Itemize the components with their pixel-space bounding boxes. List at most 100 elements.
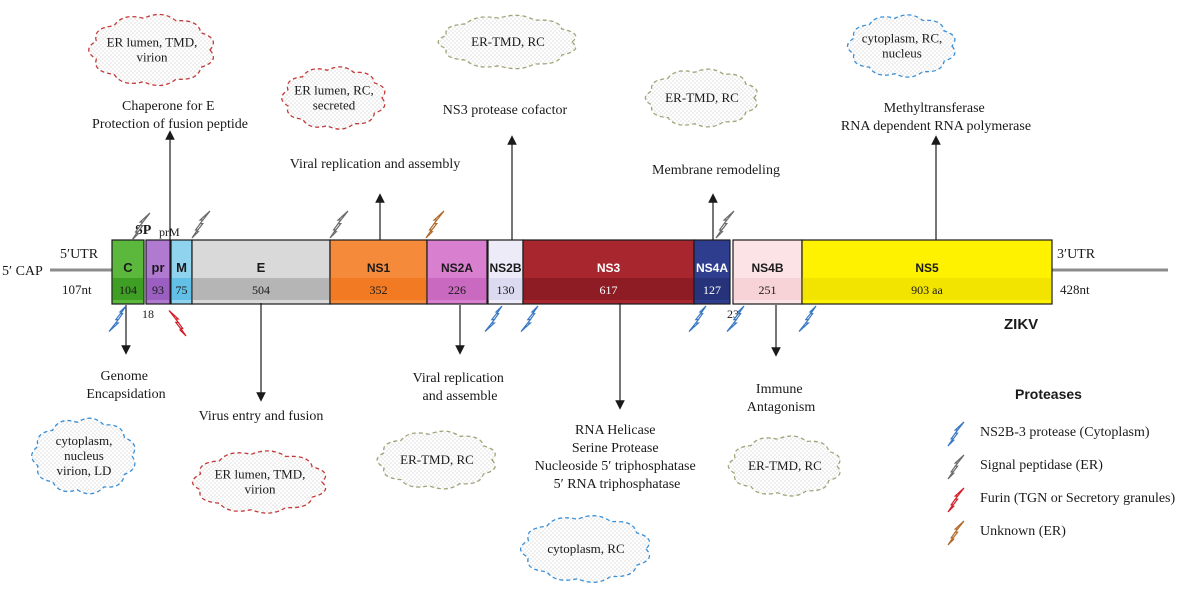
cloud-ns4b-text: ER-TMD, RC	[748, 458, 822, 473]
utr5-label: 5′UTR	[60, 247, 99, 262]
cloud-e: ER lumen, TMD,virion	[191, 450, 327, 514]
legend-title: Proteases	[1015, 386, 1082, 402]
legend-item-label: Unknown (ER)	[980, 524, 1066, 539]
segment-ns3: NS3 617	[522, 239, 695, 305]
cloud-ns3: cytoplasm, RC	[519, 515, 651, 583]
red-bolt-icon	[947, 487, 965, 513]
function-ns3: RNA Helicase Serine Protease Nucleoside …	[535, 423, 699, 492]
bolt-ns2a-ns2b	[484, 305, 503, 332]
cloud-ns5-text: nucleus	[882, 46, 922, 61]
cloud-c-text: nucleus	[64, 448, 104, 463]
cap-label: 5′ CAP	[2, 264, 43, 279]
cloud-ns5: cytoplasm, RC,nucleus	[846, 14, 956, 78]
segment-ns4b-band	[733, 278, 802, 300]
cloud-e-shape	[191, 450, 327, 514]
segment-ns4b-name: NS4B	[751, 261, 783, 275]
bolt-ns3-ns4a	[688, 305, 707, 332]
segment-ns5-band	[802, 278, 1052, 300]
utr5-length: 107nt	[62, 282, 92, 297]
cloud-ns2b: ER-TMD, RC	[437, 14, 577, 70]
cloud-ns4a: ER-TMD, RC	[644, 68, 758, 128]
segment-ns3-band	[523, 278, 694, 300]
segment-m-band	[171, 278, 192, 300]
cleavage-sites	[108, 210, 817, 337]
bolt-c-sp	[131, 212, 151, 241]
cloud-ns5-shape	[846, 14, 956, 78]
sp-length: 18	[142, 307, 154, 321]
blue-bolt-icon	[947, 421, 965, 447]
segment-ns1-band	[330, 278, 427, 300]
function-prm: Chaperone for E Protection of fusion pep…	[92, 99, 248, 132]
bolt-pr-m	[168, 310, 187, 337]
cloud-prm: ER lumen, TMD,virion	[88, 13, 214, 87]
cloud-ns5-text: cytoplasm, RC,	[862, 31, 943, 46]
legend-item-3: Furin (TGN or Secretory granules)	[947, 487, 1176, 513]
cloud-ns3-shape	[519, 515, 651, 583]
bolt-2k-ns4b	[726, 305, 745, 332]
segment-pr-band	[146, 278, 170, 300]
segment-ns3-name: NS3	[597, 261, 621, 275]
segment-pr-length: 93	[152, 283, 164, 297]
cloud-prm-text: ER lumen, TMD,	[107, 35, 198, 50]
segment-ns3-length: 617	[600, 283, 618, 297]
cloud-ns2a-shape	[376, 430, 496, 490]
segment-ns4a-name: NS4A	[696, 261, 728, 275]
bolt-ns2b-ns3	[520, 305, 539, 332]
cloud-e-text: virion	[244, 482, 276, 497]
legend-item-label: NS2B-3 protease (Cytoplasm)	[980, 425, 1150, 440]
cloud-c-shape	[31, 417, 136, 495]
brown-bolt-icon	[947, 520, 965, 546]
gray-bolt-icon	[947, 454, 965, 480]
segment-ns4a-band	[694, 278, 730, 300]
cloud-ns1-text: ER lumen, RC,	[294, 83, 373, 98]
function-e: Virus entry and fusion	[199, 409, 324, 424]
segment-e: E 504	[191, 239, 331, 305]
utr3-label: 3′UTR	[1057, 247, 1096, 262]
cloud-ns4b-shape	[727, 435, 841, 497]
segment-ns2a-length: 226	[448, 283, 466, 297]
bolt-c-anchor	[108, 305, 127, 332]
bolt-ns1-ns2a	[425, 210, 445, 239]
bolt-ns4a-2k	[715, 210, 735, 239]
cloud-ns2b-text: ER-TMD, RC	[471, 34, 545, 49]
segment-m: M75	[170, 239, 193, 305]
segment-e-name: E	[257, 260, 266, 275]
function-arrows	[121, 130, 941, 410]
segment-e-band	[192, 278, 330, 300]
function-ns2b: NS3 protease cofactor	[443, 103, 568, 118]
function-c: Genome Encapsidation	[86, 369, 165, 402]
segment-ns4b-length: 251	[759, 283, 777, 297]
legend: Proteases NS2B-3 protease (Cytoplasm) Sig…	[947, 386, 1176, 546]
cloud-ns1-shape	[281, 66, 386, 130]
legend-item-2: Signal peptidase (ER)	[947, 454, 1103, 480]
segment-pr-name: pr	[152, 260, 165, 275]
cloud-ns2a: ER-TMD, RC	[376, 430, 496, 490]
function-ns4b: Immune Antagonism	[747, 382, 816, 415]
segment-ns4b: NS4B 251	[732, 239, 803, 305]
segment-ns2b-name: NS2B	[489, 261, 521, 275]
cloud-ns4a-shape	[644, 68, 758, 128]
bolt-e-ns1	[329, 210, 349, 239]
utr3-length: 428nt	[1060, 282, 1090, 297]
function-ns5: Methyltransferase RNA dependent RNA poly…	[841, 101, 1031, 134]
segment-ns5-length: 903 aa	[911, 283, 943, 297]
segment-m-name: M	[176, 260, 187, 275]
segment-e-length: 504	[252, 283, 270, 297]
legend-item-4: Unknown (ER)	[947, 520, 1066, 546]
segment-ns2a-band	[427, 278, 487, 300]
segment-ns2b-band	[488, 278, 523, 300]
cloud-e-text: ER lumen, TMD,	[215, 467, 306, 482]
cloud-ns2b-shape	[437, 14, 577, 70]
cloud-ns2a-text: ER-TMD, RC	[400, 452, 474, 467]
function-labels: Genome Encapsidation Chaperone for E Pro…	[86, 99, 1031, 492]
cloud-prm-shape	[88, 13, 214, 87]
function-ns1: Viral replication and assembly	[290, 157, 461, 172]
